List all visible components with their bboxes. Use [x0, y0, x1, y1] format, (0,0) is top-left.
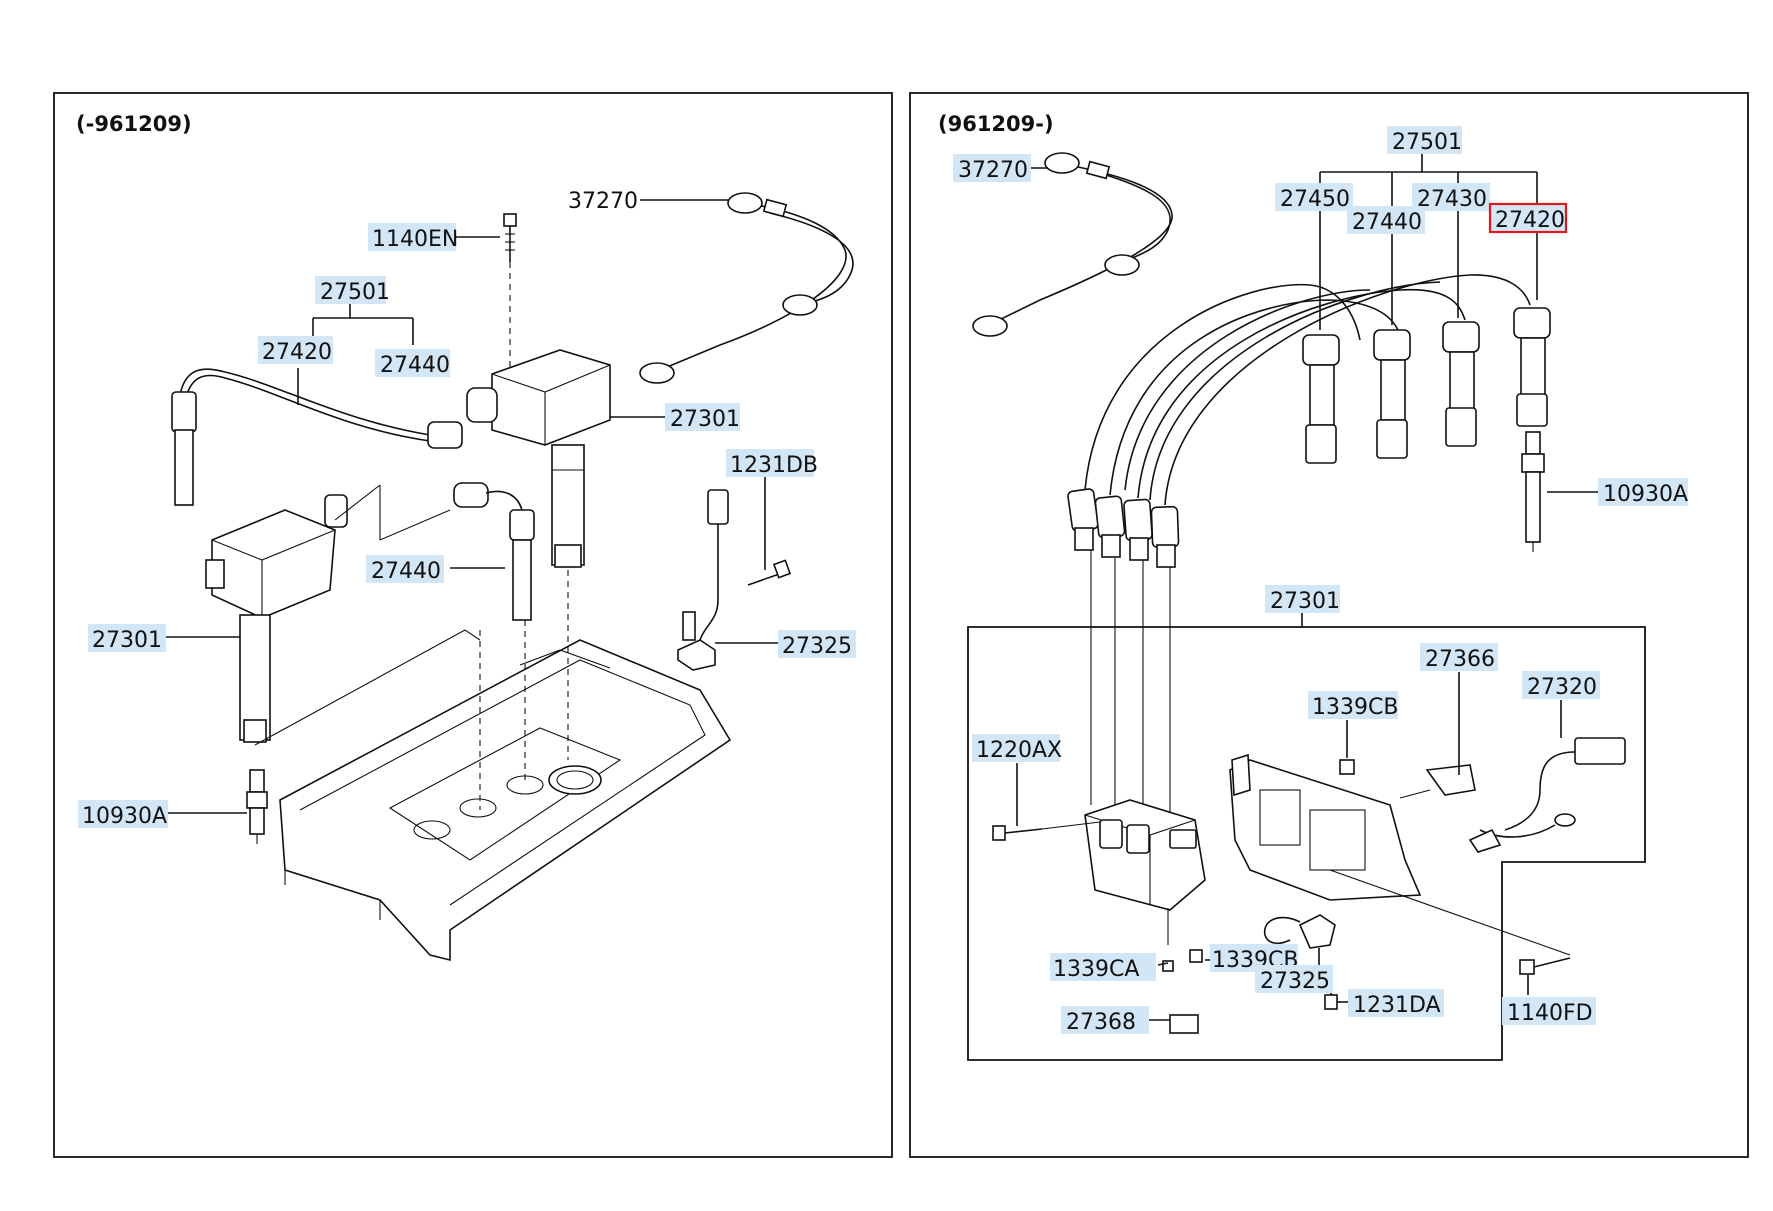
label-27301-right: 27301 [1270, 589, 1340, 614]
bracket-27366 [1399, 764, 1476, 799]
lower-small-parts [1162, 869, 1571, 1034]
harness-27320 [1468, 737, 1626, 853]
label-27450: 27450 [1280, 187, 1350, 212]
right-leaders [1016, 152, 1600, 1021]
label-27301-left-top: 27301 [670, 407, 740, 432]
left-panel: (-961209) [53, 92, 893, 1158]
right-panel: (961209-) [909, 92, 1749, 1158]
selected-part-marker [1488, 202, 1568, 234]
label-1220ax: 1220AX [976, 738, 1062, 763]
ht-lead-set [1067, 274, 1551, 568]
ground-cable-left [639, 192, 854, 384]
label-10930a-right: 10930A [1603, 482, 1688, 507]
label-27320: 27320 [1527, 675, 1597, 700]
ignition-coil-upper [466, 349, 611, 568]
label-27325-right: 27325 [1260, 969, 1330, 994]
nut-1339cb-upper [1339, 759, 1355, 775]
label-1231da: 1231DA [1353, 993, 1441, 1018]
label-37270-right: 37270 [958, 158, 1028, 183]
coil-bracket [1229, 753, 1422, 901]
label-1339cb-upper: 1339CB [1312, 695, 1398, 720]
label-27430: 27430 [1417, 187, 1487, 212]
label-27420-left: 27420 [262, 340, 332, 365]
coil-pack [1084, 799, 1206, 945]
label-27368: 27368 [1066, 1010, 1136, 1035]
label-27501-left: 27501 [320, 280, 390, 305]
label-1140fd: 1140FD [1507, 1001, 1593, 1026]
spark-plug-left [246, 769, 268, 844]
right-labels: 27501 37270 27450 27430 27440 27420 1093… [953, 126, 1688, 1035]
left-leaders [166, 199, 780, 814]
label-27440-right: 27440 [1352, 210, 1422, 235]
label-1231db: 1231DB [730, 453, 818, 478]
left-panel-header: (-961209) [76, 112, 192, 136]
spark-plug-right [1521, 431, 1545, 552]
label-27501-right: 27501 [1392, 130, 1462, 155]
lead-drops [1090, 550, 1171, 820]
label-27366: 27366 [1425, 647, 1495, 672]
cylinder-head-cover [254, 570, 732, 962]
label-27440-left-mid: 27440 [371, 559, 441, 584]
label-27420-right[interactable]: 27420 [1495, 208, 1565, 233]
bolt-1220ax [992, 821, 1101, 841]
ground-cable-right [972, 152, 1173, 337]
ht-lead-27440 [379, 482, 535, 621]
left-labels: 37270 1140EN 27501 27420 27440 27301 123… [78, 189, 856, 829]
label-10930a-left: 10930A [82, 804, 167, 829]
coil-assembly-frame [967, 626, 1646, 1061]
ignition-coil-lower [205, 484, 381, 743]
right-panel-header: (961209-) [938, 112, 1054, 136]
label-27325-left: 27325 [782, 634, 852, 659]
label-37270-left: 37270 [568, 189, 638, 214]
label-1140en: 1140EN [372, 227, 458, 252]
ht-lead-27420 [171, 368, 463, 506]
label-27301-left-bottom: 27301 [92, 628, 162, 653]
label-27440-left-top: 27440 [380, 353, 450, 378]
label-1339ca: 1339CA [1053, 957, 1139, 982]
sensor-27325-left [677, 489, 792, 671]
